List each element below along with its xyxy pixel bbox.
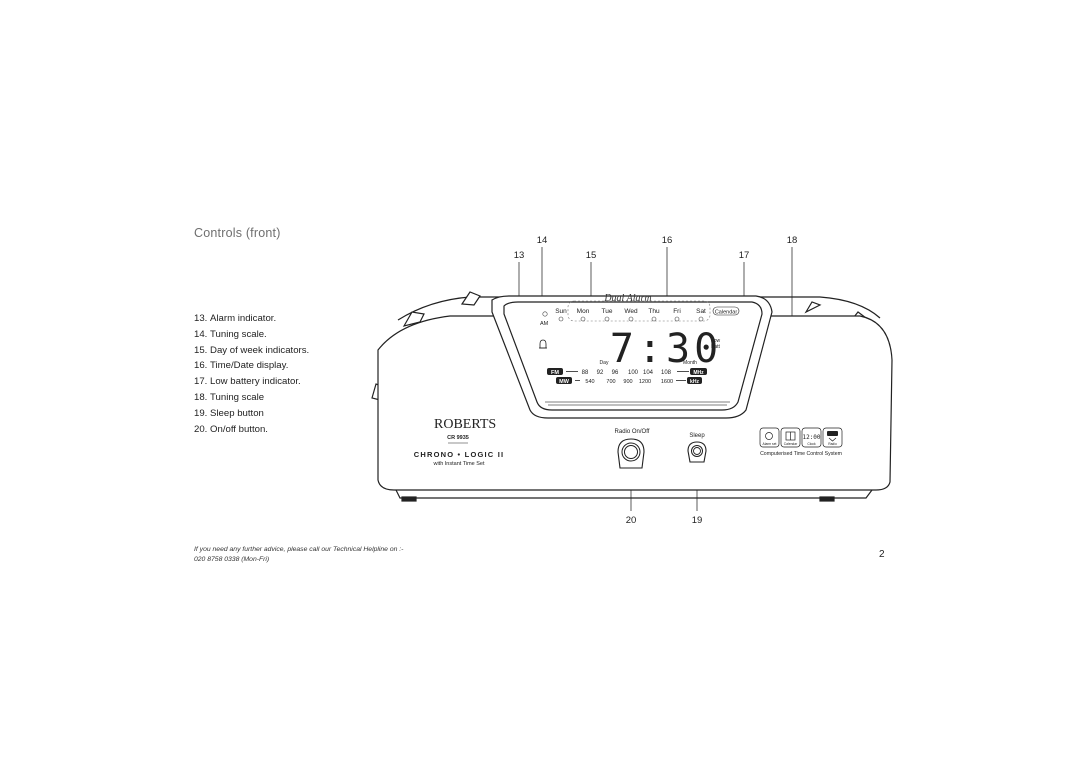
radio-icon — [827, 431, 838, 442]
controls-list: 13. Alarm indicator. 14. Tuning scale. 1… — [194, 311, 309, 437]
day-wed: Wed — [624, 308, 638, 315]
callout-15: 15 — [586, 250, 597, 261]
brand-logo: ROBERTS — [434, 417, 496, 432]
svg-text:1600: 1600 — [661, 379, 673, 385]
sleep-label: Sleep — [689, 433, 705, 439]
day-label: Day — [600, 360, 609, 366]
controls-list-item: 16. Time/Date display. — [194, 360, 289, 372]
svg-text:88: 88 — [582, 370, 589, 376]
svg-text:FM: FM — [551, 370, 559, 376]
day-sat: Sat — [696, 308, 706, 315]
callout-14: 14 — [537, 235, 548, 246]
day-dots — [542, 311, 704, 322]
time-display: 7:30 — [610, 326, 722, 372]
controls-list-item: 15. Day of week indicators. — [194, 344, 310, 356]
low-batt-label-1: Low — [711, 338, 721, 344]
svg-text:96: 96 — [612, 370, 619, 376]
svg-text:MW: MW — [559, 379, 570, 385]
day-fri: Fri — [673, 308, 681, 315]
svg-text:100: 100 — [628, 370, 639, 376]
am-indicator: AM — [540, 321, 549, 327]
controls-list-item: 18. Tuning scale — [194, 391, 265, 403]
helpline-line-2: 020 8758 0338 (Mon-Fri) — [194, 556, 270, 563]
day-mon: Mon — [577, 308, 590, 315]
callout-13: 13 — [514, 250, 525, 261]
controls-list-item: 20. On/off button. — [194, 423, 268, 435]
callout-19: 19 — [692, 515, 703, 526]
mw-scale: MW 540 700 900 1200 1600 kHz — [556, 377, 702, 385]
svg-text:1200: 1200 — [639, 379, 651, 385]
helpline-note: If you need any further advice, please c… — [194, 545, 403, 565]
svg-text:700: 700 — [606, 379, 615, 385]
ctc-icon-label: Radio — [828, 442, 837, 446]
svg-text:kHz: kHz — [690, 379, 699, 385]
svg-text:900: 900 — [623, 379, 632, 385]
controls-list-item: 13. Alarm indicator. — [194, 313, 277, 324]
fm-scale: FM 88 92 96 100 104 108 MHz — [547, 368, 707, 376]
ctc-icon-label: Clock — [807, 442, 816, 446]
svg-text:540: 540 — [585, 379, 594, 385]
page-heading: Controls (front) — [194, 226, 281, 240]
ctc-icon-label: Alarm set — [763, 442, 777, 446]
model-number: CR 9935 — [447, 435, 469, 441]
controls-list-item: 17. Low battery indicator. — [194, 376, 301, 388]
series-subtitle: with Instant Time Set — [432, 461, 485, 467]
calendar-badge — [712, 306, 740, 316]
clock-icon: 12:00 — [802, 434, 820, 441]
calendar-label: Calendar — [715, 310, 737, 316]
bell-icon — [539, 339, 547, 349]
radio-body — [371, 291, 893, 502]
ctc-icon-label: Calendar — [784, 442, 798, 446]
svg-text:108: 108 — [661, 370, 672, 376]
callout-16: 16 — [662, 235, 673, 246]
series-logo: CHRONO • LOGIC II — [414, 450, 505, 459]
page-number: 2 — [879, 549, 885, 560]
bezel-lines — [545, 401, 730, 406]
callout-20: 20 — [626, 515, 637, 526]
ctc-system-label: Computerised Time Control System — [760, 451, 842, 457]
day-thu: Thu — [648, 308, 660, 315]
day-indicator-frame — [567, 300, 711, 322]
controls-list-item: 19. Sleep button — [194, 407, 264, 419]
callout-17: 17 — [739, 250, 750, 261]
low-batt-label-2: Batt — [711, 344, 721, 350]
month-label: Month — [683, 360, 697, 366]
svg-text:92: 92 — [597, 370, 604, 376]
radio-onoff-label: Radio On/Off — [615, 429, 650, 435]
radio-onoff-button[interactable] — [617, 438, 645, 469]
svg-text:MHz: MHz — [693, 370, 704, 376]
callout-18: 18 — [787, 235, 798, 246]
helpline-line-1: If you need any further advice, please c… — [194, 546, 404, 553]
sleep-button[interactable] — [687, 441, 707, 463]
controls-list-item: 14. Tuning scale. — [194, 328, 267, 340]
day-sun: Sun — [555, 308, 567, 315]
day-tue: Tue — [602, 308, 613, 315]
dual-alarm-label: Dual Alarm — [603, 293, 651, 304]
svg-text:104: 104 — [643, 370, 654, 376]
